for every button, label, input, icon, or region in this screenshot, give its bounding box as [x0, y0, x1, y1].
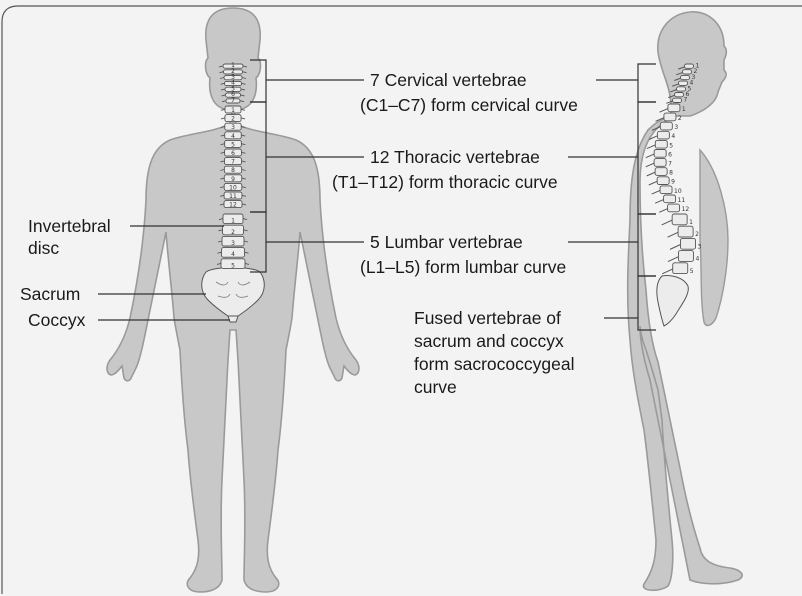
lateral-thoracic-vertebra: 10	[652, 186, 682, 195]
thoracic-vertebra-number: 6	[231, 150, 235, 157]
lateral-thoracic-vertebra-number: 11	[678, 197, 686, 204]
coccyx-label: Coccyx	[28, 310, 86, 330]
lateral-thoracic-vertebra-number: 6	[668, 151, 672, 158]
lateral-lumbar-vertebra: 4	[668, 251, 700, 263]
lumbar-vertebra-number: 5	[231, 262, 235, 269]
lumbar-vertebra: 2	[219, 225, 248, 236]
lateral-thoracic-vertebra: 7	[646, 159, 672, 168]
lateral-cervical-vertebra: 7	[666, 97, 687, 104]
disc-label-line1: Invertebral	[28, 216, 111, 236]
lumbar-vertebra: 5	[217, 259, 249, 270]
lateral-sacrum-coccyx	[657, 275, 689, 326]
lateral-thoracic-vertebra: 8	[647, 168, 673, 177]
coccyx-bone	[228, 316, 238, 322]
lateral-lumbar-vertebra-number: 4	[695, 256, 699, 263]
thoracic-vertebra-number: 4	[231, 133, 235, 140]
lateral-thoracic-vertebra-number: 2	[678, 115, 682, 122]
lateral-lumbar-vertebra-number: 1	[689, 219, 693, 226]
thoracic-vertebra-number: 1	[231, 107, 235, 114]
thoracic-vertebra: 2	[221, 115, 245, 123]
lumbar-vertebra: 4	[218, 248, 249, 259]
lateral-lumbar-vertebra: 2	[668, 226, 700, 238]
lumbar-vertebra-number: 3	[231, 240, 235, 247]
lateral-cervical-vertebra-number: 7	[684, 97, 688, 104]
lateral-thoracic-vertebra-number: 4	[671, 133, 675, 140]
lateral-thoracic-vertebra-number: 5	[669, 142, 673, 149]
thoracic-vertebra-number: 12	[229, 202, 237, 209]
lateral-lumbar-vertebra: 3	[670, 238, 702, 250]
lateral-lumbar-vertebra: 1	[662, 214, 694, 226]
lateral-lumbar-vertebra-number: 3	[697, 243, 701, 250]
lateral-thoracic-vertebra: 1	[660, 104, 686, 113]
lateral-lumbar-vertebra-number: 5	[690, 268, 694, 275]
fused-label-line1: Fused vertebrae of	[414, 308, 561, 328]
thoracic-vertebra-number: 3	[231, 124, 235, 131]
cervical-label-line2: (C1–C7) form cervical curve	[360, 95, 578, 115]
lateral-thoracic-vertebra-number: 7	[668, 161, 672, 168]
lateral-thoracic-vertebra: 11	[655, 195, 685, 204]
lateral-thoracic-vertebra-number: 3	[674, 124, 678, 131]
lateral-thoracic-vertebra-number: 9	[671, 179, 675, 186]
disc-label-line2: disc	[28, 238, 59, 258]
sacrum-label: Sacrum	[20, 284, 80, 304]
lateral-thoracic-vertebra-number: 10	[674, 188, 682, 195]
thoracic-vertebra-number: 5	[231, 141, 235, 148]
fused-label-line2: sacrum and coccyx	[414, 331, 564, 351]
lateral-thoracic-vertebra-number: 8	[669, 170, 673, 177]
lateral-thoracic-vertebra-number: 12	[682, 206, 690, 213]
thoracic-vertebra-number: 8	[231, 167, 235, 174]
thoracic-label-line2: (T1–T12) form thoracic curve	[332, 172, 558, 192]
cervical-label-line1: 7 Cervical vertebrae	[370, 70, 527, 90]
fused-label-line3: form sacrococcygeal	[414, 354, 574, 374]
lumbar-label-line1: 5 Lumbar vertebrae	[370, 232, 523, 252]
thoracic-vertebra-number: 11	[229, 193, 237, 200]
lumbar-vertebra-number: 4	[231, 251, 235, 258]
lumbar-vertebra: 1	[219, 214, 247, 225]
thoracic-vertebra-number: 10	[229, 184, 237, 191]
lumbar-label-line2: (L1–L5) form lumbar curve	[360, 257, 566, 277]
lateral-lumbar-vertebra: 5	[662, 263, 694, 275]
lateral-thoracic-vertebra: 5	[647, 140, 673, 149]
lateral-thoracic-vertebra: 12	[659, 204, 689, 213]
lumbar-vertebra-number: 2	[231, 229, 235, 236]
fused-label-line4: curve	[414, 377, 457, 397]
thoracic-vertebra-number: 9	[231, 176, 235, 183]
lumbar-vertebra-number: 1	[231, 218, 235, 225]
cervical-vertebra-number: 7	[231, 97, 235, 104]
thoracic-label-line1: 12 Thoracic vertebrae	[370, 147, 540, 167]
lateral-thoracic-vertebra: 9	[649, 177, 675, 186]
thoracic-vertebra-number: 2	[231, 116, 235, 123]
lateral-thoracic-vertebra-number: 1	[682, 106, 686, 113]
lateral-lumbar-vertebra-number: 2	[695, 231, 699, 238]
lumbar-vertebra: 3	[218, 236, 248, 247]
lateral-thoracic-vertebra: 6	[646, 150, 672, 159]
thoracic-vertebra-number: 7	[231, 159, 235, 166]
